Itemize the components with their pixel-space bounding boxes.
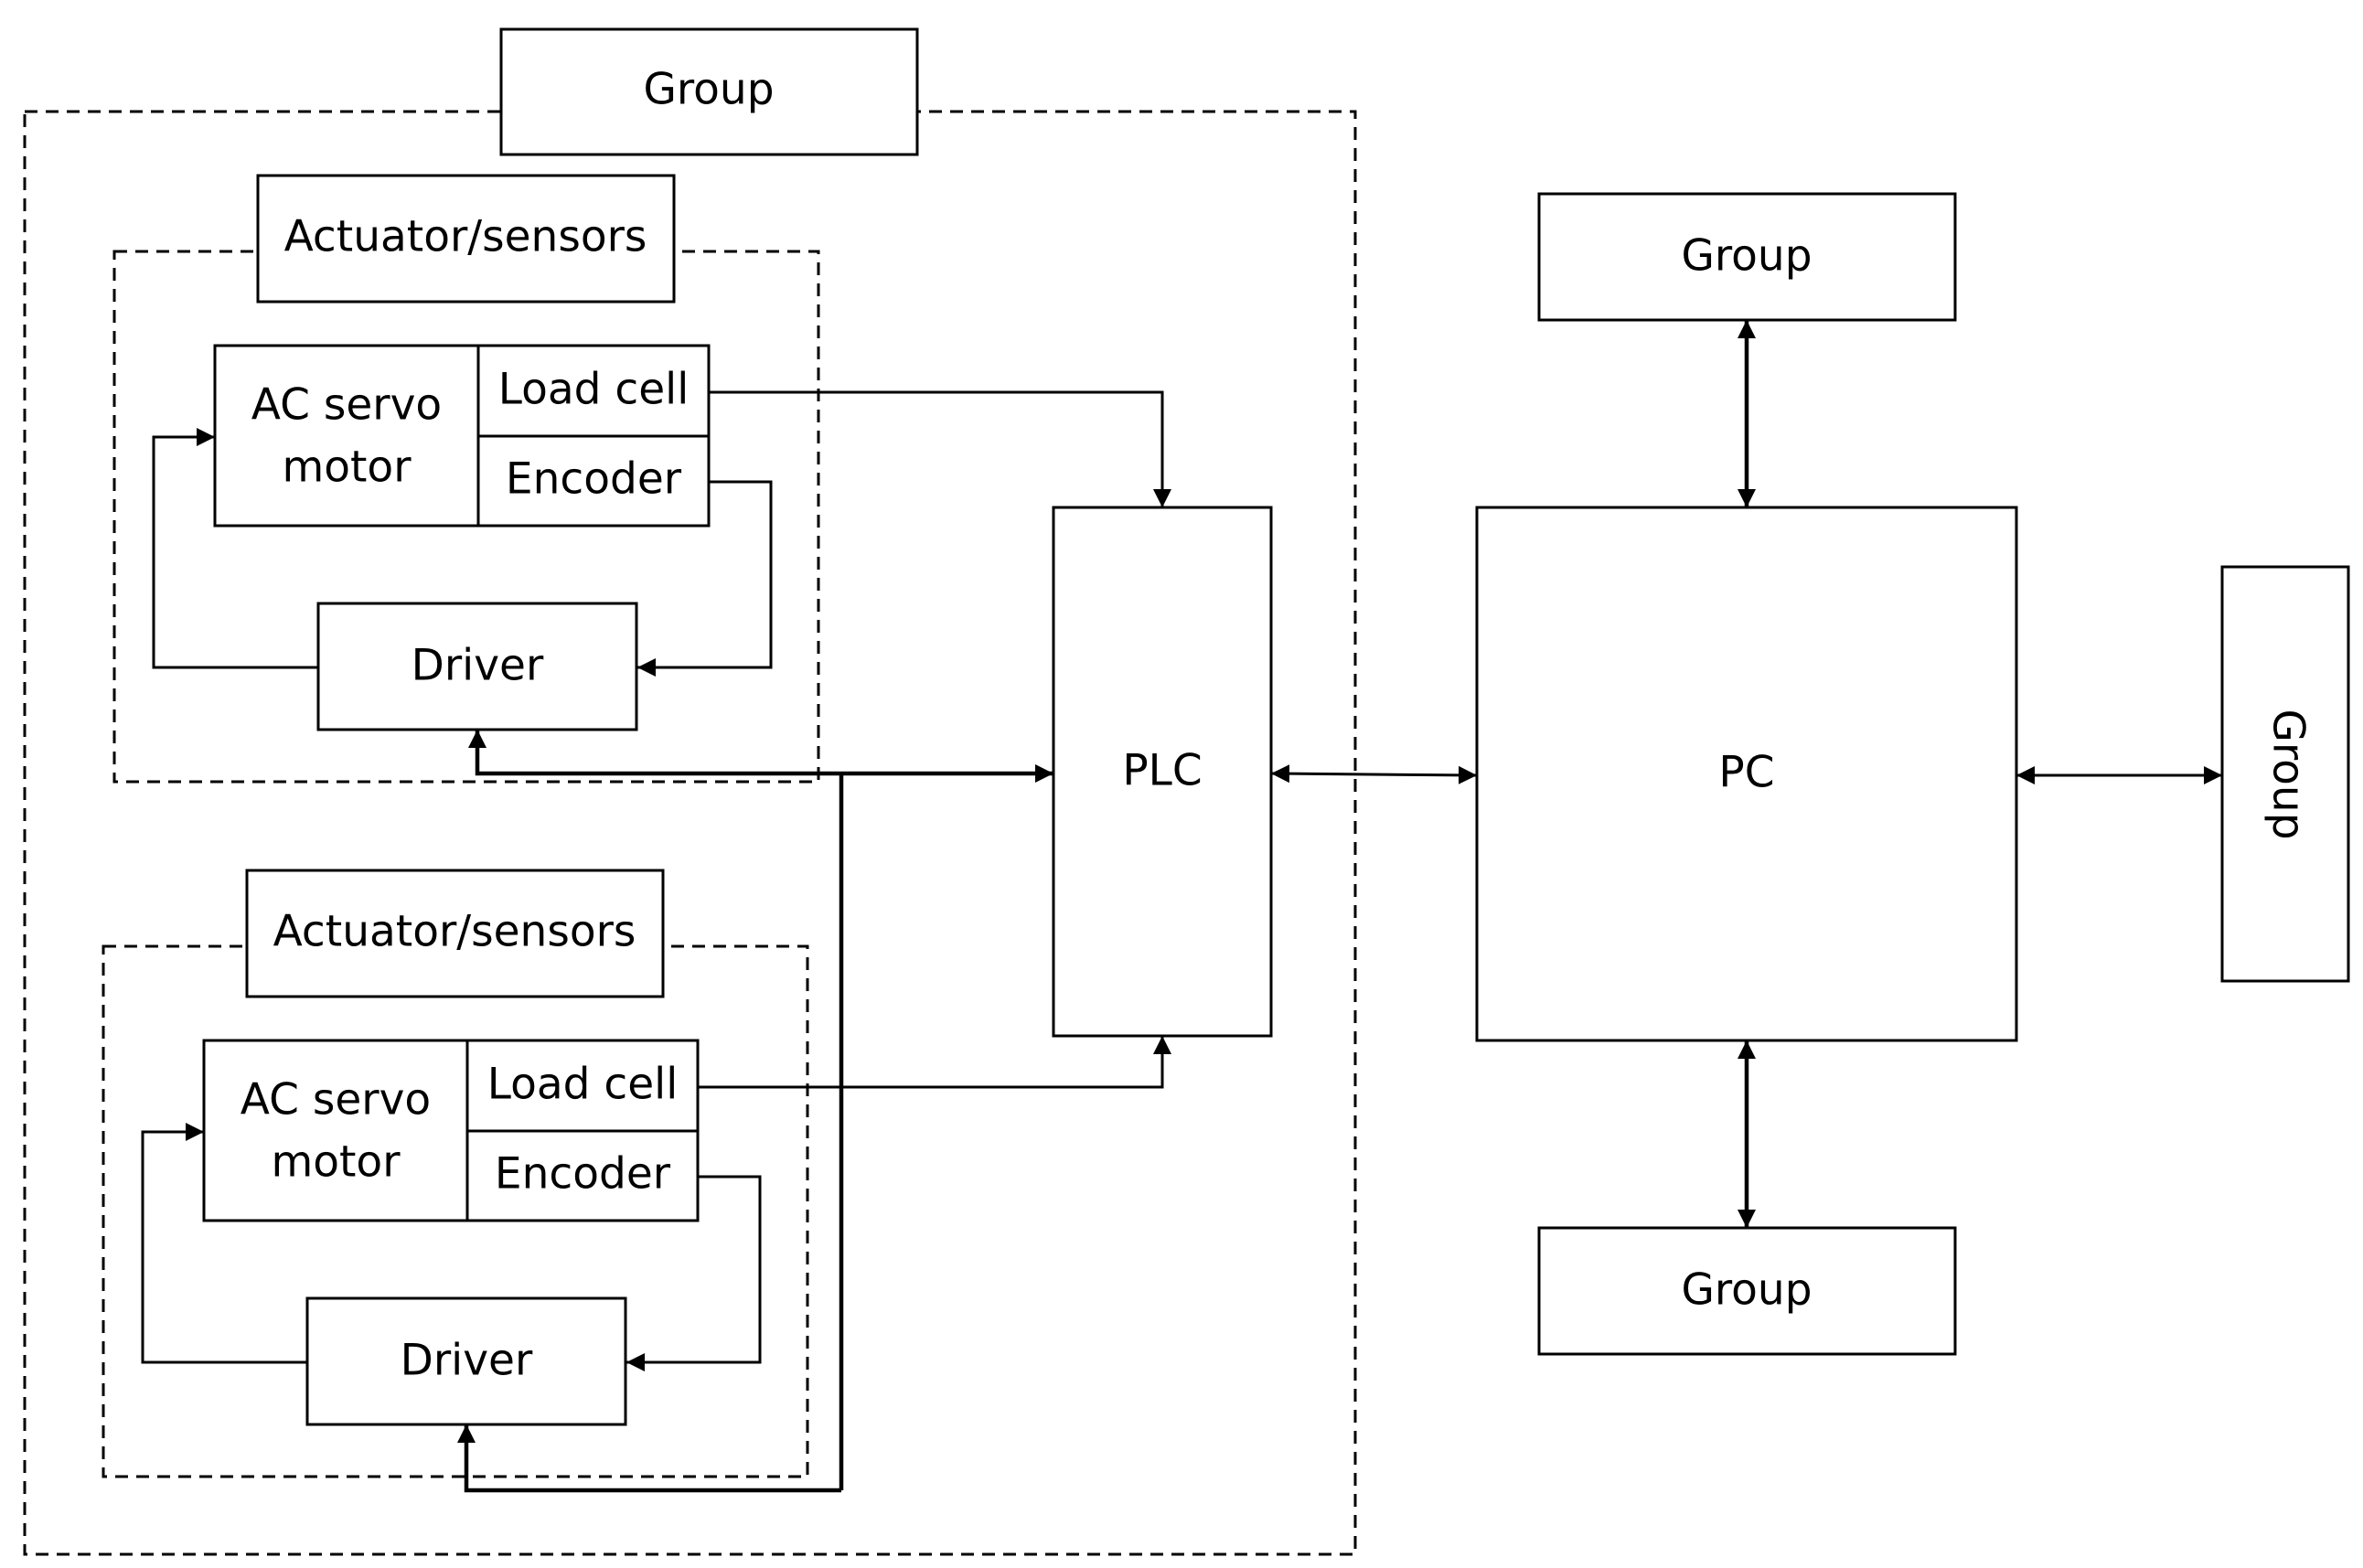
actuator-sensors-1-label: Actuator/sensors — [284, 212, 647, 262]
actuator-sensors-2-label: Actuator/sensors — [273, 907, 636, 957]
pc-box: PC — [1475, 506, 2018, 1042]
ac-servo-motor-2-line2: motor — [271, 1137, 401, 1188]
encoder-2-label: Encoder — [495, 1149, 671, 1200]
bus-to-driver-2-arrow — [457, 1424, 841, 1493]
ac-servo-motor-2: AC servo motor — [202, 1039, 469, 1222]
driver-2-to-motor-2-arrow — [141, 1123, 307, 1364]
outer-group-boundary — [23, 110, 1357, 1556]
top-group-box: Group — [499, 27, 919, 156]
plc-box: PLC — [1052, 506, 1273, 1038]
encoder-2-to-driver-2-arrow — [626, 1175, 762, 1371]
actuator-sensors-1-header: Actuator/sensors — [256, 174, 676, 304]
actuator-sensors-2-boundary — [102, 944, 809, 1478]
actuator-sensors-1-boundary — [112, 250, 820, 784]
top-group-label: Group — [643, 65, 774, 115]
load-cell-2-label: Load cell — [487, 1060, 679, 1110]
encoder-2: Encoder — [465, 1129, 700, 1222]
group-top-box: Group — [1537, 192, 1957, 322]
load-cell-1: Load cell — [476, 344, 711, 438]
driver-1: Driver — [316, 602, 638, 731]
plc-pc-bidirectional-arrow — [1270, 764, 1478, 784]
encoder-1: Encoder — [476, 434, 711, 528]
pc-label: PC — [1718, 748, 1774, 798]
bus-to-driver-1-arrow — [468, 730, 841, 776]
ac-servo-motor-1: AC servo motor — [213, 344, 480, 528]
load-cell-1-label: Load cell — [498, 365, 690, 415]
actuator-sensors-2-header: Actuator/sensors — [245, 869, 665, 998]
ac-servo-motor-2-line1: AC servo — [241, 1075, 431, 1125]
encoder-1-label: Encoder — [506, 454, 682, 505]
driver-2-label: Driver — [401, 1336, 533, 1386]
driver-2: Driver — [305, 1296, 627, 1426]
group-right-box: Group — [2220, 565, 2350, 983]
encoder-1-to-driver-1-arrow — [637, 480, 773, 677]
load-cell-2-to-plc-arrow — [698, 1036, 1171, 1089]
group-top-label: Group — [1681, 231, 1812, 282]
group-bottom-label: Group — [1681, 1265, 1812, 1316]
load-cell-2: Load cell — [465, 1039, 700, 1133]
driver-1-to-motor-1-arrow — [152, 428, 318, 669]
group-bottom-box: Group — [1537, 1226, 1957, 1356]
load-cell-1-to-plc-arrow — [709, 390, 1171, 507]
driver-1-label: Driver — [412, 641, 544, 691]
plc-label: PLC — [1122, 746, 1202, 796]
ac-servo-motor-1-line1: AC servo — [251, 380, 442, 431]
group-right-label: Group — [2263, 709, 2314, 839]
ac-servo-motor-1-line2: motor — [282, 443, 412, 493]
